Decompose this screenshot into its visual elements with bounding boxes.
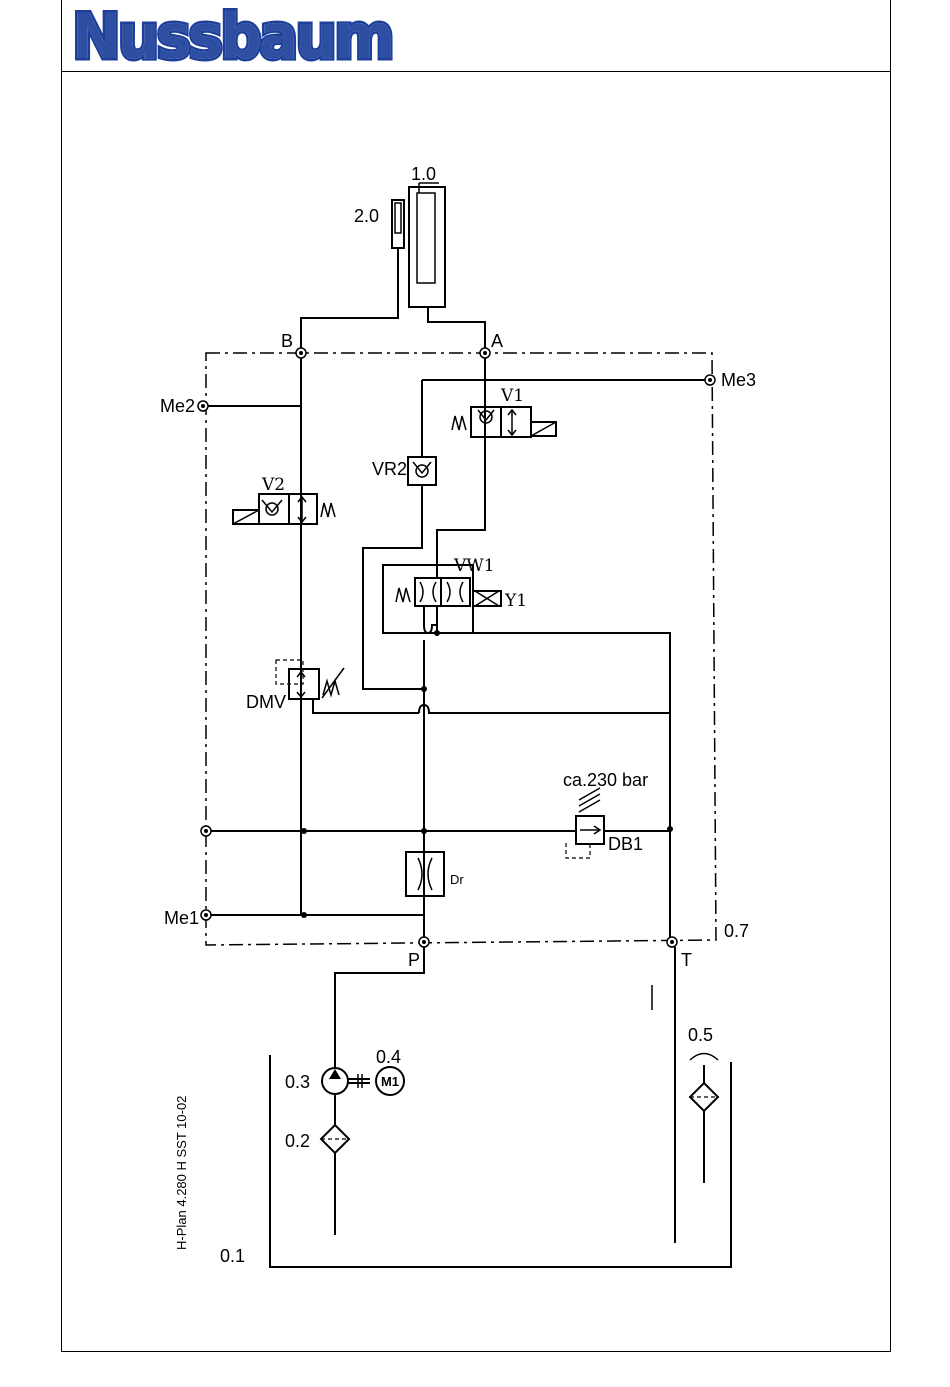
label-vr2: VR2 (372, 459, 407, 479)
label-pressure: ca.230 bar (563, 770, 648, 790)
relief-valve-db1-symbol (566, 788, 604, 858)
label-v2: V2 (261, 475, 285, 495)
line-dmv-cross (419, 705, 670, 713)
label-db1: DB1 (608, 834, 643, 854)
label-suction-filter: 0.2 (285, 1131, 310, 1151)
valve-block-boundary (206, 353, 716, 945)
label-y1: Y1 (504, 591, 527, 611)
label-cylinder: 1.0 (411, 164, 436, 184)
label-dr: Dr (450, 872, 464, 887)
tank-symbol (270, 1055, 731, 1267)
label-motor: 0.4 (376, 1047, 401, 1067)
label-port-t: T (681, 950, 692, 970)
cylinder-symbol (409, 183, 445, 307)
label-dmv: DMV (246, 692, 286, 712)
label-port-b: B (281, 331, 293, 351)
motor-symbol: M1 (376, 1067, 404, 1095)
valve-dmv-symbol (276, 660, 344, 699)
label-accumulator: 2.0 (354, 206, 379, 226)
label-me1: Me1 (164, 908, 199, 928)
accumulator-symbol (392, 200, 404, 248)
label-pump: 0.3 (285, 1072, 310, 1092)
valve-v2-symbol (233, 494, 335, 524)
label-block: 0.7 (724, 921, 749, 941)
line-a-vertical (437, 358, 485, 578)
line-b (301, 248, 398, 353)
label-return-filter: 0.5 (688, 1025, 713, 1045)
line-dmv-out (313, 699, 419, 713)
line-a (428, 307, 485, 353)
label-v1: V1 (500, 386, 524, 406)
svg-text:M1: M1 (381, 1074, 399, 1089)
label-tank: 0.1 (220, 1246, 245, 1266)
return-filter-symbol (690, 1054, 718, 1184)
label-me3: Me3 (721, 370, 756, 390)
label-port-a: A (491, 331, 503, 351)
label-me2: Me2 (160, 396, 195, 416)
suction-filter-symbol (321, 1125, 349, 1153)
pump-symbol (322, 1068, 370, 1094)
label-port-p: P (408, 950, 420, 970)
drawing-id-label: H-Plan 4.280 H SST 10-02 (174, 1096, 189, 1250)
valve-v1-symbol (452, 407, 556, 437)
label-vw1: VW1 (453, 556, 495, 576)
valve-vr2-symbol (408, 457, 436, 485)
